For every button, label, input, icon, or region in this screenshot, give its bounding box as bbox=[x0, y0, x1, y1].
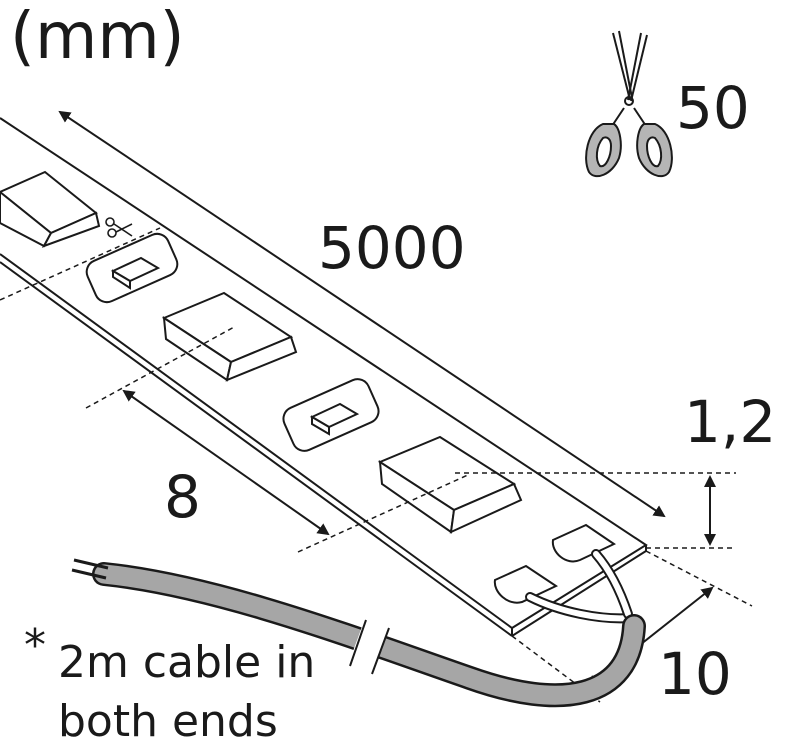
solder-pad bbox=[493, 523, 617, 604]
small-scissors-icon bbox=[105, 217, 133, 238]
wire bbox=[525, 549, 635, 624]
led-strip bbox=[0, 117, 648, 637]
reference-lines bbox=[85, 325, 753, 703]
cut-line bbox=[0, 227, 161, 301]
note-line-2: both ends bbox=[58, 696, 278, 747]
scissors-icon bbox=[585, 30, 673, 178]
unit-label: (mm) bbox=[10, 0, 185, 74]
cable-break bbox=[347, 619, 390, 675]
cable bbox=[71, 558, 646, 708]
led-chip bbox=[377, 435, 523, 534]
led-chip bbox=[0, 170, 101, 248]
cut-interval-label: 50 bbox=[676, 74, 750, 142]
resistor bbox=[85, 232, 179, 304]
note-asterisk: * bbox=[24, 620, 46, 671]
segment-label: 8 bbox=[164, 463, 201, 531]
length-dimension-arrow bbox=[58, 110, 666, 518]
note-line-1: 2m cable in bbox=[58, 637, 315, 688]
segment-dimension-arrow bbox=[122, 389, 330, 536]
length-label: 5000 bbox=[318, 214, 466, 282]
thickness-label: 1,2 bbox=[684, 388, 776, 456]
width-label: 10 bbox=[658, 640, 732, 708]
led-chip bbox=[161, 291, 298, 382]
